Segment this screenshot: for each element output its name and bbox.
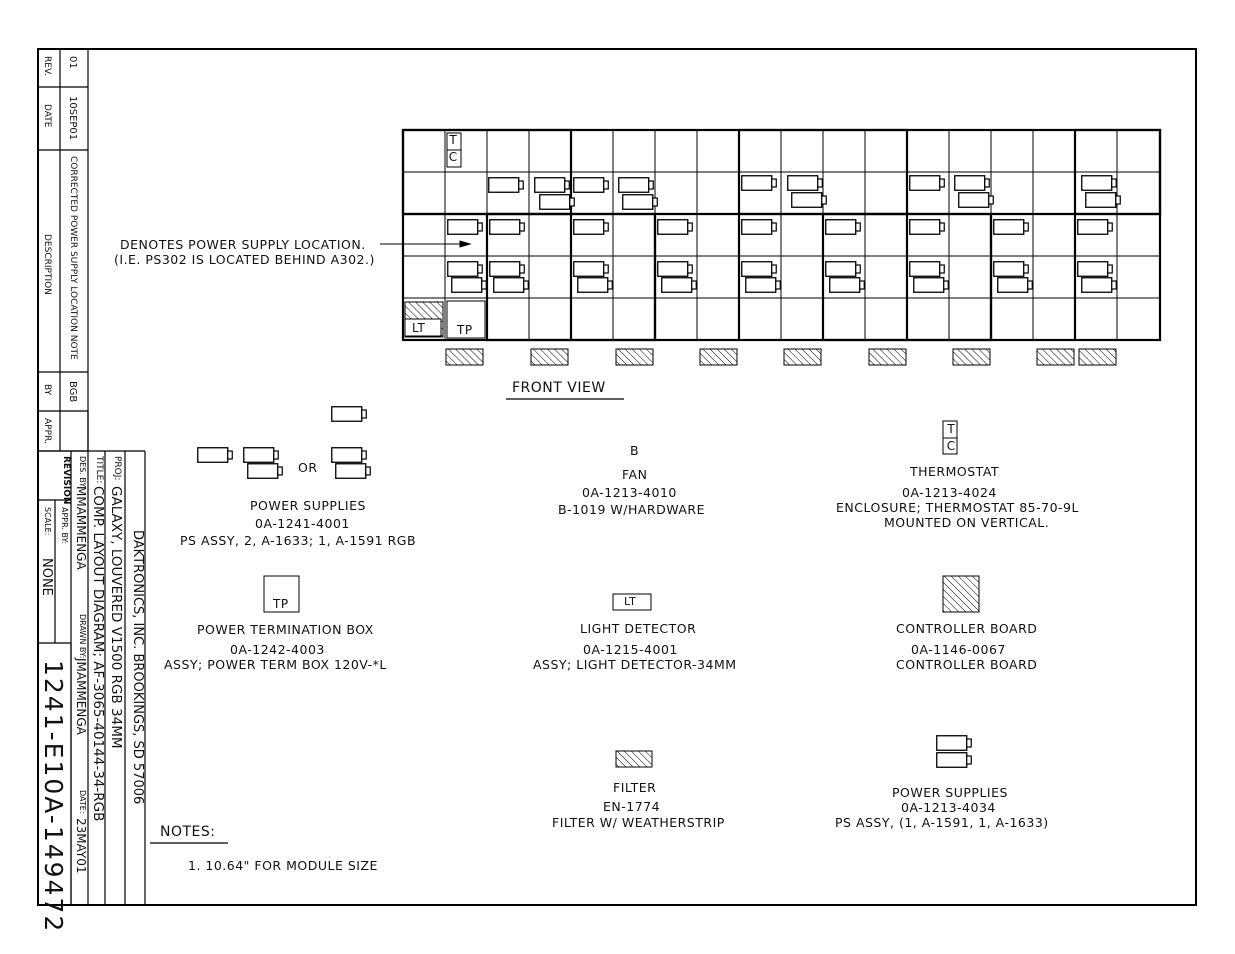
lt-name: LIGHT DETECTOR	[580, 621, 697, 636]
drawn-by: JMAMMENGA	[74, 658, 88, 735]
grid-light-detector	[404, 301, 444, 338]
rev-value: 01	[67, 56, 78, 69]
description-value: CORRECTED POWER SUPPLY LOCATION NOTE	[68, 156, 78, 360]
drawing-number: 1241-E10A-149472	[39, 660, 68, 934]
appr-by-label: APPR. BY:	[60, 507, 69, 545]
ps1-name: POWER SUPPLIES	[250, 498, 366, 513]
date-value: 10SEP01	[67, 96, 78, 141]
ps2-name: POWER SUPPLIES	[892, 785, 1008, 800]
fan-name: FAN	[622, 467, 648, 482]
company-line: DAKTRONICS, INC. BROOKINGS, SD 57006	[130, 530, 145, 805]
grid-tc-label: TC	[448, 132, 458, 166]
ps2-desc: PS ASSY, (1, A-1591, 1, A-1633)	[835, 815, 1049, 830]
filter-part: EN-1774	[603, 799, 661, 814]
project-name: GALAXY, LOUVERED V1500 RGB 34MM	[108, 486, 124, 749]
by-value: BGB	[67, 381, 78, 403]
grid-thermostat	[446, 132, 462, 168]
des-by-label: DES. BY:	[78, 456, 87, 489]
callout-line-1: DENOTES POWER SUPPLY LOCATION.	[120, 237, 366, 252]
tp-symbol-label: TP	[273, 597, 289, 611]
legend-thermostat-symbol	[942, 420, 958, 455]
lt-part: 0A-1215-4001	[583, 642, 678, 657]
grid-tc-text: TC	[448, 133, 458, 164]
callout-arrow	[380, 240, 472, 248]
by-header: BY	[42, 384, 52, 396]
tp-name: POWER TERMINATION BOX	[197, 622, 374, 637]
fan-part: 0A-1213-4010	[582, 485, 677, 500]
fan-symbol: B	[630, 443, 640, 458]
fan-desc: B-1019 W/HARDWARE	[558, 502, 706, 517]
legend-controller-symbol	[942, 575, 980, 613]
module-grid	[401, 128, 1162, 342]
grid-termination-box	[446, 300, 486, 339]
thermostat-symbol-label: TC	[946, 421, 956, 455]
tp-desc: ASSY; POWER TERM BOX 120V-*L	[164, 657, 387, 672]
controller-desc: CONTROLLER BOARD	[896, 657, 1038, 672]
note-item-1: 1. 10.64" FOR MODULE SIZE	[188, 858, 378, 873]
date-header: DATE	[42, 104, 52, 128]
legend-ps1-symbols	[197, 406, 371, 479]
ps1-or: OR	[298, 460, 318, 475]
proj-label: PROJ:	[112, 456, 122, 481]
revision-label: REVISION	[61, 456, 71, 505]
tp-part: 0A-1242-4003	[230, 642, 325, 657]
drawn-by-label: DRAWN BY:	[78, 614, 87, 659]
ps1-part: 0A-1241-4001	[255, 516, 350, 531]
lt-desc: ASSY; LIGHT DETECTOR-34MM	[533, 657, 737, 672]
drawing-date: 23MAY01	[74, 818, 88, 874]
rev-header: REV.	[42, 56, 52, 76]
date-label: DATE:	[78, 790, 87, 814]
thermostat-desc: ENCLOSURE; THERMOSTAT 85-70-9L	[836, 500, 1079, 515]
designed-by: MMAMMENGA	[74, 486, 88, 570]
title-block	[38, 450, 146, 905]
scale-label: SCALE:	[43, 507, 52, 536]
thermostat-part: 0A-1213-4024	[902, 485, 997, 500]
filter-name: FILTER	[613, 780, 657, 795]
scale-value: NONE	[39, 558, 54, 596]
appr-header: APPR.	[42, 418, 52, 444]
legend-ps2-symbols	[936, 735, 972, 768]
legend-lt-symbol	[612, 593, 652, 611]
filter-desc: FILTER W/ WEATHERSTRIP	[552, 815, 725, 830]
controller-part: 0A-1146-0067	[911, 642, 1006, 657]
thermostat-note: MOUNTED ON VERTICAL.	[884, 515, 1050, 530]
grid-lt-label: LT	[412, 321, 426, 335]
ps1-desc: PS ASSY, 2, A-1633; 1, A-1591 RGB	[180, 533, 417, 548]
sheet-border	[37, 48, 1197, 906]
thermostat-symbol-text: TC	[946, 422, 956, 453]
callout-line-2: (I.E. PS302 IS LOCATED BEHIND A302.)	[114, 252, 375, 267]
grid-tp-label: TP	[457, 323, 473, 337]
grid-filters	[445, 348, 1117, 366]
title-label: TITLE:	[94, 456, 104, 484]
front-view-label: FRONT VIEW	[512, 380, 606, 396]
controller-name: CONTROLLER BOARD	[896, 621, 1038, 636]
lt-symbol-label: LT	[624, 595, 637, 608]
ps2-part: 0A-1213-4034	[901, 800, 996, 815]
drawing-title: COMP. LAYOUT DIAGRAM; AF-3065-40144-34-R…	[90, 486, 106, 822]
description-header: DESCRIPTION	[42, 234, 52, 295]
grid-power-supplies	[447, 175, 1121, 293]
notes-heading: NOTES:	[160, 824, 216, 840]
legend-tp-symbol	[263, 575, 300, 613]
thermostat-name: THERMOSTAT	[910, 464, 1000, 479]
legend-filter-symbol	[615, 750, 653, 768]
